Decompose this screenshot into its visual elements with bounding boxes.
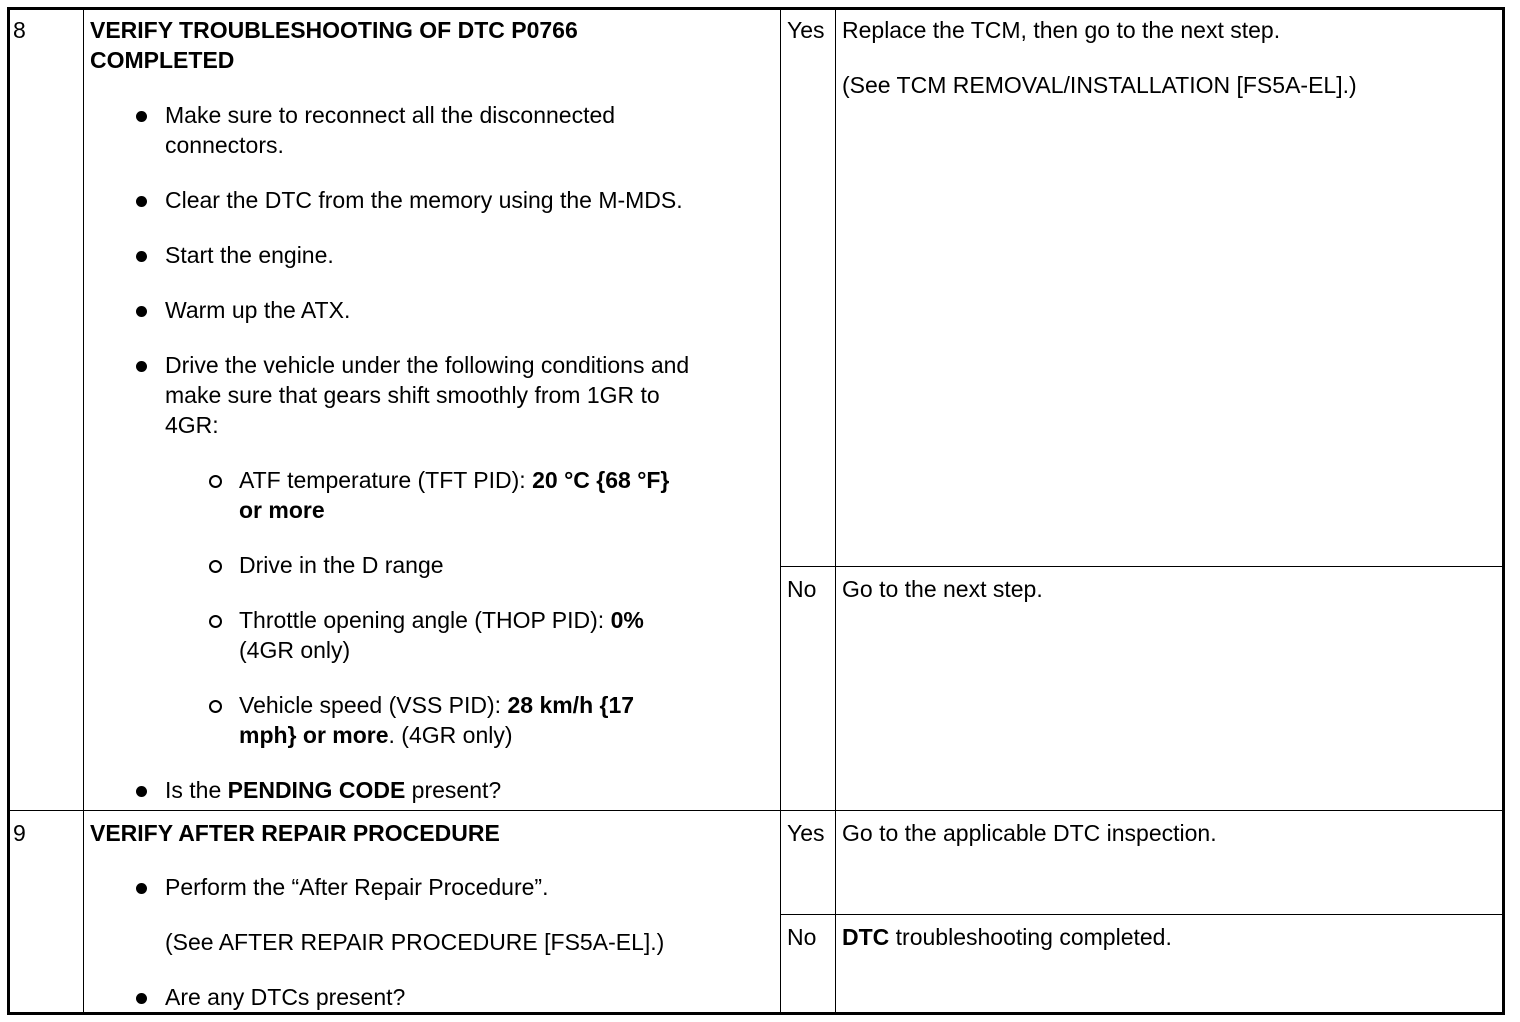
column-divider-step bbox=[83, 10, 84, 1012]
column-divider-answer bbox=[835, 10, 836, 1012]
row-divider-step9-yes-no bbox=[780, 914, 1502, 915]
condition-text: or more bbox=[239, 497, 325, 523]
bullet-icon bbox=[136, 361, 147, 372]
step-title: VERIFY AFTER REPAIR PROCEDURE bbox=[90, 820, 500, 846]
bullet-icon bbox=[136, 306, 147, 317]
answer-no: No bbox=[787, 924, 817, 950]
instruction-text: Make sure to reconnect all the disconnec… bbox=[165, 102, 616, 128]
condition-text: ATF temperature (TFT PID): 20 °C {68 °F} bbox=[239, 467, 670, 493]
condition-text: Throttle opening angle (THOP PID): 0% bbox=[239, 607, 644, 633]
instruction-text: Start the engine. bbox=[165, 242, 334, 268]
instruction-text: 4GR: bbox=[165, 412, 219, 438]
bullet-icon bbox=[136, 786, 147, 797]
instruction-text: make sure that gears shift smoothly from… bbox=[165, 382, 660, 408]
bullet-icon bbox=[136, 111, 147, 122]
row-divider-step8-yes-no bbox=[780, 566, 1502, 567]
result-text: Go to the next step. bbox=[842, 576, 1043, 602]
condition-text: (4GR only) bbox=[239, 637, 351, 663]
instruction-text: Drive the vehicle under the following co… bbox=[165, 352, 690, 378]
step-title: VERIFY TROUBLESHOOTING OF DTC P0766 bbox=[90, 17, 578, 43]
step-number: 8 bbox=[13, 17, 26, 43]
condition-text: Drive in the D range bbox=[239, 552, 444, 578]
row-divider-step8-step9 bbox=[10, 810, 1502, 811]
step-number: 9 bbox=[13, 820, 26, 846]
instruction-text: Warm up the ATX. bbox=[165, 297, 351, 323]
question-text: Are any DTCs present? bbox=[165, 984, 406, 1010]
sub-bullet-icon bbox=[209, 700, 222, 713]
condition-text: mph} or more. (4GR only) bbox=[239, 722, 513, 748]
bullet-icon bbox=[136, 196, 147, 207]
bullet-icon bbox=[136, 883, 147, 894]
sub-bullet-icon bbox=[209, 475, 222, 488]
result-text: Replace the TCM, then go to the next ste… bbox=[842, 17, 1281, 43]
sub-bullet-icon bbox=[209, 615, 222, 628]
step-title-continued: COMPLETED bbox=[90, 47, 235, 73]
instruction-reference: (See AFTER REPAIR PROCEDURE [FS5A-EL].) bbox=[165, 929, 665, 955]
bullet-icon bbox=[136, 251, 147, 262]
result-reference: (See TCM REMOVAL/INSTALLATION [FS5A-EL].… bbox=[842, 72, 1357, 98]
result-text: DTC troubleshooting completed. bbox=[842, 924, 1172, 950]
troubleshooting-table: 8 VERIFY TROUBLESHOOTING OF DTC P0766 CO… bbox=[7, 7, 1505, 1015]
instruction-text: connectors. bbox=[165, 132, 284, 158]
bullet-icon bbox=[136, 993, 147, 1004]
condition-text: Vehicle speed (VSS PID): 28 km/h {17 bbox=[239, 692, 635, 718]
column-divider-action bbox=[780, 10, 781, 1012]
answer-no: No bbox=[787, 576, 817, 602]
answer-yes: Yes bbox=[787, 17, 825, 43]
answer-yes: Yes bbox=[787, 820, 825, 846]
instruction-text: Clear the DTC from the memory using the … bbox=[165, 187, 683, 213]
result-text: Go to the applicable DTC inspection. bbox=[842, 820, 1217, 846]
question-text: Is the PENDING CODE present? bbox=[165, 777, 502, 803]
sub-bullet-icon bbox=[209, 560, 222, 573]
instruction-text: Perform the “After Repair Procedure”. bbox=[165, 874, 549, 900]
